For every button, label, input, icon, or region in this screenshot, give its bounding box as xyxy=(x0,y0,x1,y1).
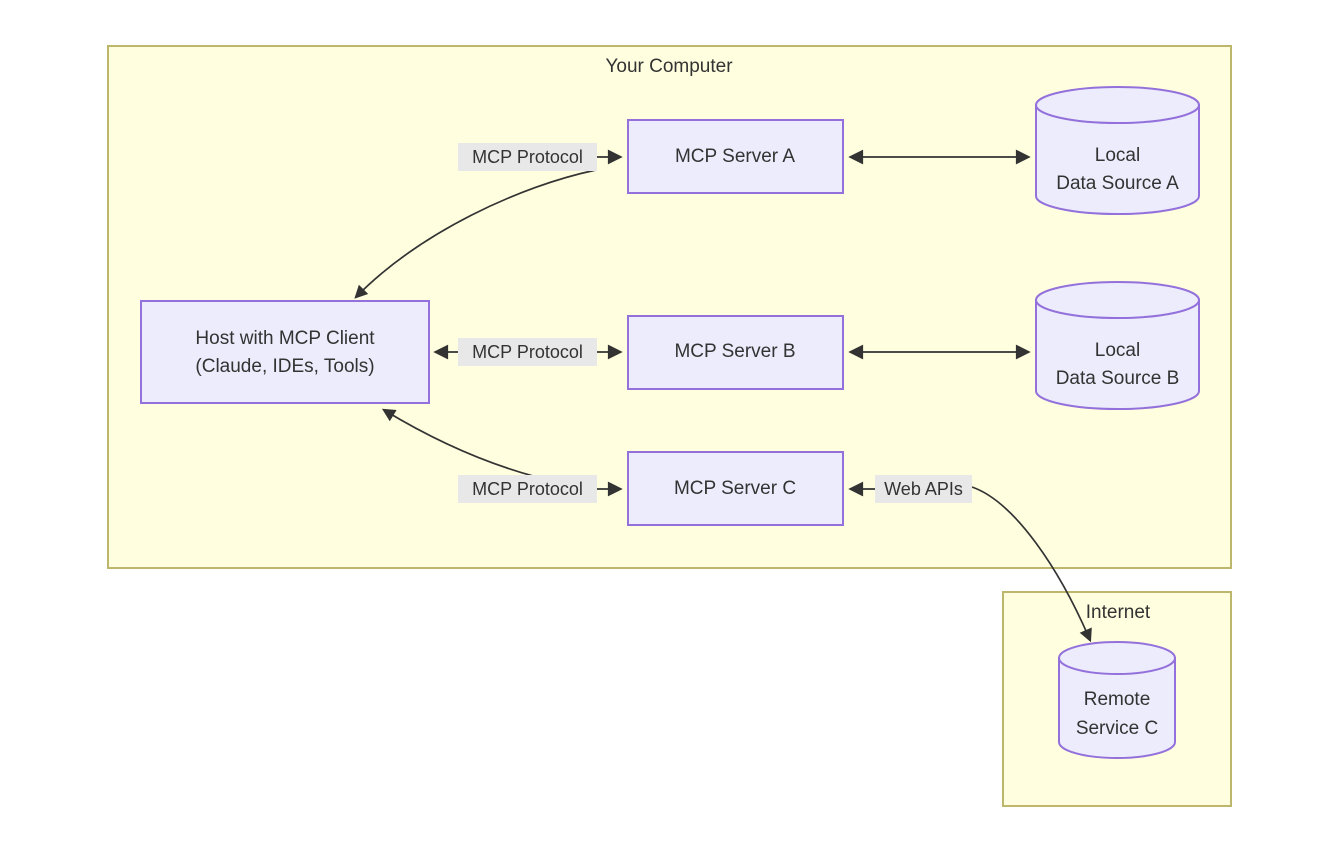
node-server-a[interactable]: MCP Server A xyxy=(627,119,844,194)
node-data-source-b-label-line1: Local xyxy=(1095,340,1140,361)
edge-label-mcp-protocol-a-bg xyxy=(458,143,597,171)
edge-server-a-to-host-curve xyxy=(356,169,597,297)
edge-label-web-apis-bg xyxy=(875,475,972,503)
node-server-a-label: MCP Server A xyxy=(675,146,795,167)
edge-label-mcp-protocol-b: MCP Protocol xyxy=(458,338,597,366)
edge-label-mcp-protocol-a-text: MCP Protocol xyxy=(472,147,583,167)
node-server-c[interactable]: MCP Server C xyxy=(627,451,844,526)
node-remote-service-c-body[interactable] xyxy=(1058,657,1176,759)
edge-label-mcp-protocol-b-bg xyxy=(458,338,597,366)
cluster-internet-rect xyxy=(1002,591,1232,807)
node-data-source-b-label-line2: Data Source B xyxy=(1056,368,1180,389)
node-host-label-line2: (Claude, IDEs, Tools) xyxy=(195,356,374,377)
node-data-source-b-body[interactable] xyxy=(1035,299,1200,410)
edge-label-web-apis: Web APIs xyxy=(875,475,972,503)
cluster-internet: Internet xyxy=(1002,591,1232,807)
edge-label-mcp-protocol-c-bg xyxy=(458,475,597,503)
node-host[interactable]: Host with MCP Client (Claude, IDEs, Tool… xyxy=(140,300,430,404)
edge-label-mcp-protocol-b-text: MCP Protocol xyxy=(472,342,583,362)
edge-label-mcp-protocol-a: MCP Protocol xyxy=(458,143,597,171)
edge-label-mcp-protocol-c: MCP Protocol xyxy=(458,475,597,503)
node-data-source-a-label-line2: Data Source A xyxy=(1056,173,1179,194)
node-server-b-rect[interactable] xyxy=(627,315,844,390)
edge-label-web-apis-text: Web APIs xyxy=(884,479,963,499)
node-data-source-b[interactable]: Local Data Source B xyxy=(1035,281,1200,410)
cluster-your-computer-title: Your Computer xyxy=(605,56,733,77)
node-server-c-label: MCP Server C xyxy=(674,478,796,499)
node-server-a-rect[interactable] xyxy=(627,119,844,194)
node-data-source-a-top xyxy=(1035,86,1200,124)
node-host-rect[interactable] xyxy=(140,300,430,404)
node-data-source-a-label-line1: Local xyxy=(1095,145,1140,166)
cluster-internet-title: Internet xyxy=(1086,602,1151,623)
node-remote-service-c-label-line1: Remote xyxy=(1084,689,1151,710)
edge-web-apis-to-remote-service xyxy=(971,486,1090,640)
node-data-source-a[interactable]: Local Data Source A xyxy=(1035,86,1200,215)
node-data-source-a-body[interactable] xyxy=(1035,104,1200,215)
node-remote-service-c[interactable]: Remote Service C xyxy=(1058,641,1176,759)
edge-label-mcp-protocol-c-text: MCP Protocol xyxy=(472,479,583,499)
node-server-b-label: MCP Server B xyxy=(674,341,795,362)
node-host-label-line1: Host with MCP Client xyxy=(195,328,375,349)
node-data-source-b-top xyxy=(1035,281,1200,319)
node-server-c-rect[interactable] xyxy=(627,451,844,526)
node-remote-service-c-top xyxy=(1058,641,1176,675)
node-server-b[interactable]: MCP Server B xyxy=(627,315,844,390)
node-remote-service-c-label-line2: Service C xyxy=(1076,718,1158,739)
